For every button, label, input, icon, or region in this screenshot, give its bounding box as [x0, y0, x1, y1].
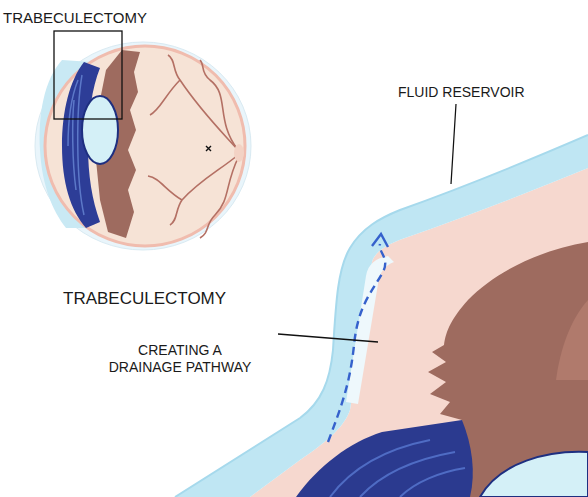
- inset-title: TRABECULECTOMY: [3, 9, 147, 27]
- procedure-note: CREATING A DRAINAGE PATHWAY: [103, 342, 257, 376]
- inset-eye: [35, 31, 251, 250]
- part-label: FLUID RESERVOIR: [398, 84, 525, 101]
- magnified-section: [175, 104, 588, 497]
- procedure-label: TRABECULECTOMY: [63, 289, 226, 309]
